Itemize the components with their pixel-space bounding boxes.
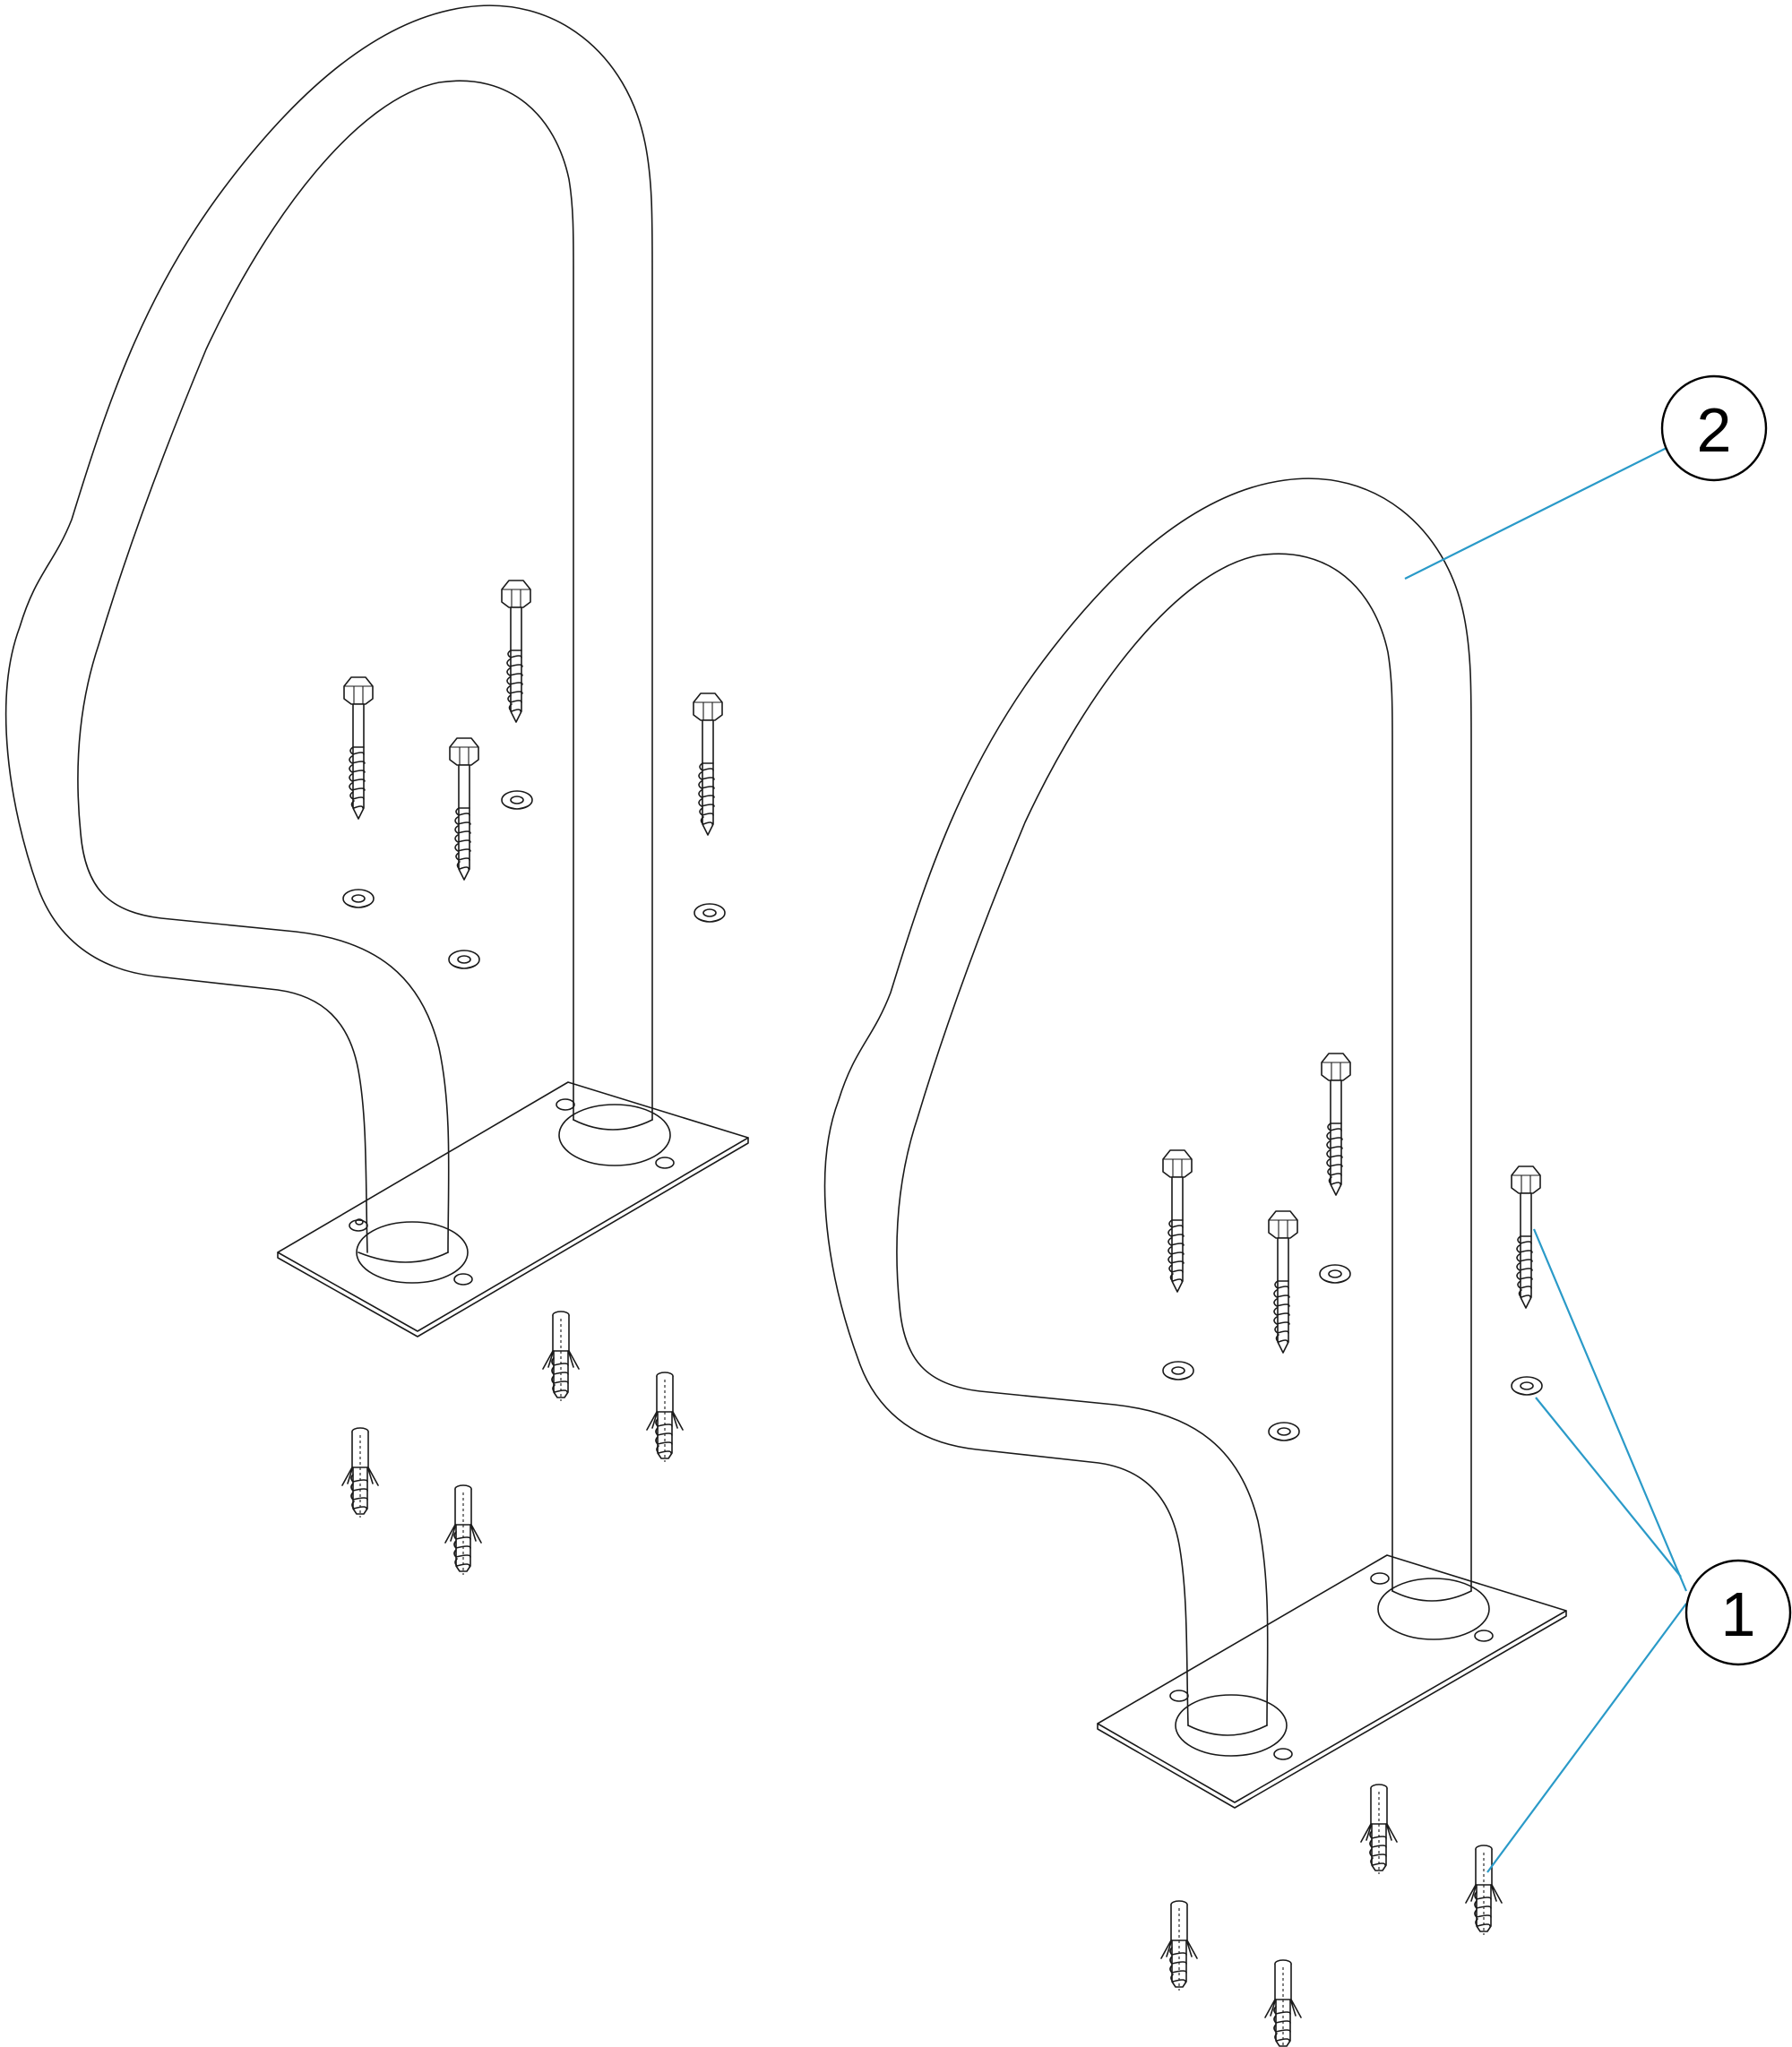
callout-label-1: 1 [1721,1579,1756,1649]
washer-right-3 [1268,1422,1300,1441]
washer-left-1 [501,790,533,810]
callout-label-2: 2 [1697,395,1732,465]
lag-screw-right-4 [1511,1165,1541,1309]
washer-left-2 [342,889,375,908]
leader-line-1-plug [1486,1603,1687,1873]
wall-plug-right-3 [1160,1900,1198,1991]
leader-line-2 [1404,447,1667,580]
lag-screw-left-2 [343,676,374,820]
base-plate-right [1097,1554,1567,1809]
wall-plug-right-1 [1360,1784,1398,1875]
washer-right-4 [1511,1376,1543,1396]
leader-line-1-washer [1535,1397,1682,1578]
washer-right-1 [1319,1264,1351,1284]
leader-lines [1404,447,1688,1873]
wall-plug-left-4 [444,1484,482,1576]
callout-balloon-2: 2 [1660,374,1768,482]
wall-plug-right-4 [1264,1959,1302,2047]
handrail-tube-left [4,4,653,1263]
handrail-assembly-left [4,4,749,1576]
leader-line-1-screw [1532,1228,1688,1592]
lag-screw-left-4 [693,692,723,836]
lag-screw-right-1 [1321,1053,1351,1196]
lag-screw-right-2 [1162,1149,1193,1293]
lag-screw-left-3 [449,737,479,881]
lag-screw-right-3 [1268,1210,1298,1354]
callout-balloon-1: 1 [1684,1559,1792,1666]
washer-left-3 [448,950,480,969]
washer-left-4 [694,903,726,923]
wall-plug-left-2 [646,1372,684,1463]
handrail-assembly-right [823,477,1567,2047]
wall-plug-left-1 [542,1311,580,1402]
wall-plug-left-3 [341,1427,379,1518]
lag-screw-left-1 [501,580,531,723]
handrail-tube-right [823,477,1472,1736]
washer-right-2 [1162,1361,1194,1380]
base-plate-left [277,1081,749,1337]
